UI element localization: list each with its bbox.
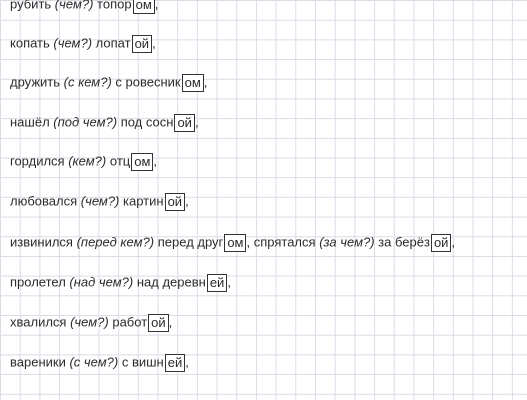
punctuation: , (227, 274, 231, 290)
noun-stem: лопат (95, 35, 131, 51)
punctuation: , (154, 0, 159, 12)
punctuation: , (168, 314, 173, 330)
verb: нашёл (10, 114, 50, 130)
noun-stem: картин (123, 193, 164, 209)
ending-box: ей (164, 353, 186, 372)
verb: хвалился (10, 314, 67, 330)
verb: копать (10, 35, 50, 51)
noun-stem: с вишн (121, 354, 164, 370)
question: (с чем?) (69, 354, 119, 370)
ending-box-2: ой (430, 233, 452, 252)
punctuation-2: , (451, 234, 456, 250)
verb: гордился (10, 153, 65, 169)
verb: пролетел (10, 274, 66, 290)
noun-stem: с ровесник (115, 74, 181, 90)
noun-stem: перед друг (157, 234, 224, 250)
question: (кем?) (68, 153, 107, 169)
question: (чем?) (80, 193, 120, 209)
question: (чем?) (70, 314, 109, 330)
punctuation: , (185, 354, 189, 370)
ending-box: ом (131, 152, 154, 171)
punctuation: , (246, 234, 251, 250)
ending-box: ой (174, 113, 195, 132)
punctuation: , (203, 74, 208, 90)
noun-stem-2: за берёз (378, 234, 430, 250)
ending-box: ой (164, 192, 186, 211)
question: (чем?) (54, 0, 94, 12)
punctuation: , (194, 114, 199, 130)
verb: любовался (10, 193, 78, 209)
noun-stem: топор (97, 0, 132, 12)
verb: дружить (10, 74, 61, 90)
noun-stem: отц (109, 153, 131, 169)
verb: извинился (10, 234, 73, 250)
verb: рубить (10, 0, 52, 12)
question: (над чем?) (69, 274, 134, 290)
noun-stem: работ (112, 314, 148, 330)
question-2: (за чем?) (319, 234, 375, 250)
punctuation: , (153, 153, 158, 169)
punctuation: , (185, 193, 189, 209)
question: (под чем?) (53, 114, 118, 130)
ending-box: ом (224, 233, 247, 252)
verb-2: спрятался (253, 234, 316, 250)
question: (перед кем?) (76, 234, 155, 250)
ending-box: ом (181, 73, 204, 92)
ending-box: ом (132, 0, 155, 14)
ending-box: ей (206, 273, 228, 292)
ending-box: ой (131, 34, 153, 53)
punctuation: , (152, 35, 156, 51)
verb: вареники (10, 354, 66, 370)
question: (чем?) (53, 35, 93, 51)
noun-stem: над деревн (136, 274, 206, 290)
noun-stem: под сосн (120, 114, 174, 130)
ending-box: ой (148, 313, 169, 332)
question: (с кем?) (63, 74, 112, 90)
